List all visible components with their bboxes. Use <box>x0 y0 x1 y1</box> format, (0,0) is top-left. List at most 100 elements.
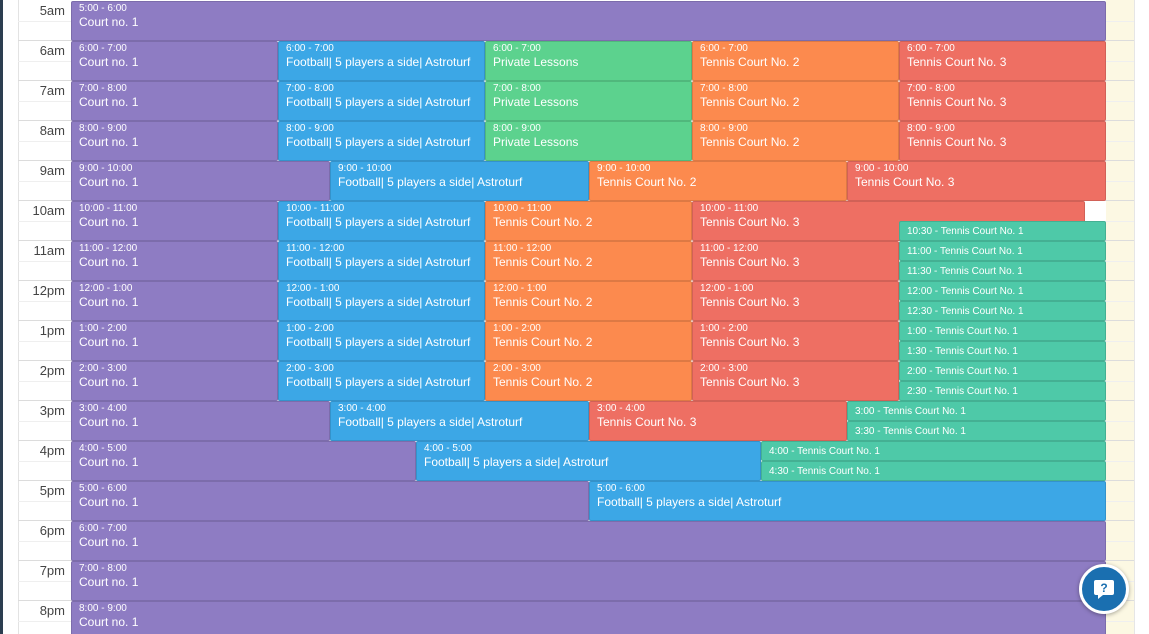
booking-event-tennis1[interactable]: 12:30 - Tennis Court No. 1 <box>899 301 1106 321</box>
event-title: Football| 5 players a side| Astroturf <box>286 215 471 229</box>
event-title: Tennis Court No. 3 <box>597 415 697 429</box>
event-label: 10:30 - Tennis Court No. 1 <box>907 226 1024 237</box>
booking-event-tennis1[interactable]: 1:30 - Tennis Court No. 1 <box>899 341 1106 361</box>
question-chat-icon: ? <box>1094 580 1114 599</box>
event-title: Court no. 1 <box>79 255 139 269</box>
event-time: 12:00 - 1:00 <box>700 283 754 294</box>
event-title: Football| 5 players a side| Astroturf <box>338 415 523 429</box>
booking-event-tennis1[interactable]: 11:30 - Tennis Court No. 1 <box>899 261 1106 281</box>
hour-label: 3pm <box>39 403 65 418</box>
event-time: 4:00 - 5:00 <box>424 443 472 454</box>
event-label: 2:30 - Tennis Court No. 1 <box>907 386 1018 397</box>
event-label: 4:00 - Tennis Court No. 1 <box>769 446 880 457</box>
event-title: Court no. 1 <box>79 415 139 429</box>
hour-label: 11am <box>33 243 65 258</box>
event-title: Football| 5 players a side| Astroturf <box>286 55 471 69</box>
scrollbar-gutter[interactable] <box>1134 0 1149 634</box>
booking-event-tennis1[interactable]: 4:00 - Tennis Court No. 1 <box>761 441 1106 461</box>
event-time: 10:00 - 11:00 <box>286 203 345 214</box>
booking-event-tennis1[interactable]: 3:30 - Tennis Court No. 1 <box>847 421 1106 441</box>
event-time: 8:00 - 9:00 <box>79 123 127 134</box>
booking-event-tennis1[interactable]: 11:00 - Tennis Court No. 1 <box>899 241 1106 261</box>
event-title: Tennis Court No. 3 <box>700 375 800 389</box>
booking-event-tennis1[interactable]: 10:30 - Tennis Court No. 1 <box>899 221 1106 241</box>
event-title: Tennis Court No. 2 <box>493 255 593 269</box>
event-title: Court no. 1 <box>79 95 139 109</box>
event-time: 10:00 - 11:00 <box>493 203 552 214</box>
event-title: Private Lessons <box>493 95 579 109</box>
event-time: 1:00 - 2:00 <box>493 323 541 334</box>
booking-event-tennis1[interactable]: 2:00 - Tennis Court No. 1 <box>899 361 1106 381</box>
event-title: Football| 5 players a side| Astroturf <box>424 455 609 469</box>
hour-label: 9am <box>39 163 65 178</box>
event-time: 6:00 - 7:00 <box>286 43 334 54</box>
event-time: 12:00 - 1:00 <box>286 283 340 294</box>
event-title: Tennis Court No. 3 <box>700 255 800 269</box>
event-time: 6:00 - 7:00 <box>79 43 127 54</box>
hour-label: 12pm <box>32 283 65 298</box>
event-title: Court no. 1 <box>79 135 139 149</box>
event-time: 7:00 - 8:00 <box>286 83 334 94</box>
help-button[interactable]: ? <box>1079 564 1129 614</box>
hour-label: 5am <box>39 3 65 18</box>
booking-event-tennis1[interactable]: 3:00 - Tennis Court No. 1 <box>847 401 1106 421</box>
booking-event-tennis1[interactable]: 2:30 - Tennis Court No. 1 <box>899 381 1106 401</box>
event-title: Tennis Court No. 2 <box>493 375 593 389</box>
booking-event-tennis1[interactable]: 4:30 - Tennis Court No. 1 <box>761 461 1106 481</box>
event-title: Tennis Court No. 2 <box>493 335 593 349</box>
booking-event-tennis1[interactable]: 1:00 - Tennis Court No. 1 <box>899 321 1106 341</box>
booking-event-tennis1[interactable]: 12:00 - Tennis Court No. 1 <box>899 281 1106 301</box>
event-time: 11:00 - 12:00 <box>79 243 138 254</box>
event-time: 3:00 - 4:00 <box>79 403 127 414</box>
